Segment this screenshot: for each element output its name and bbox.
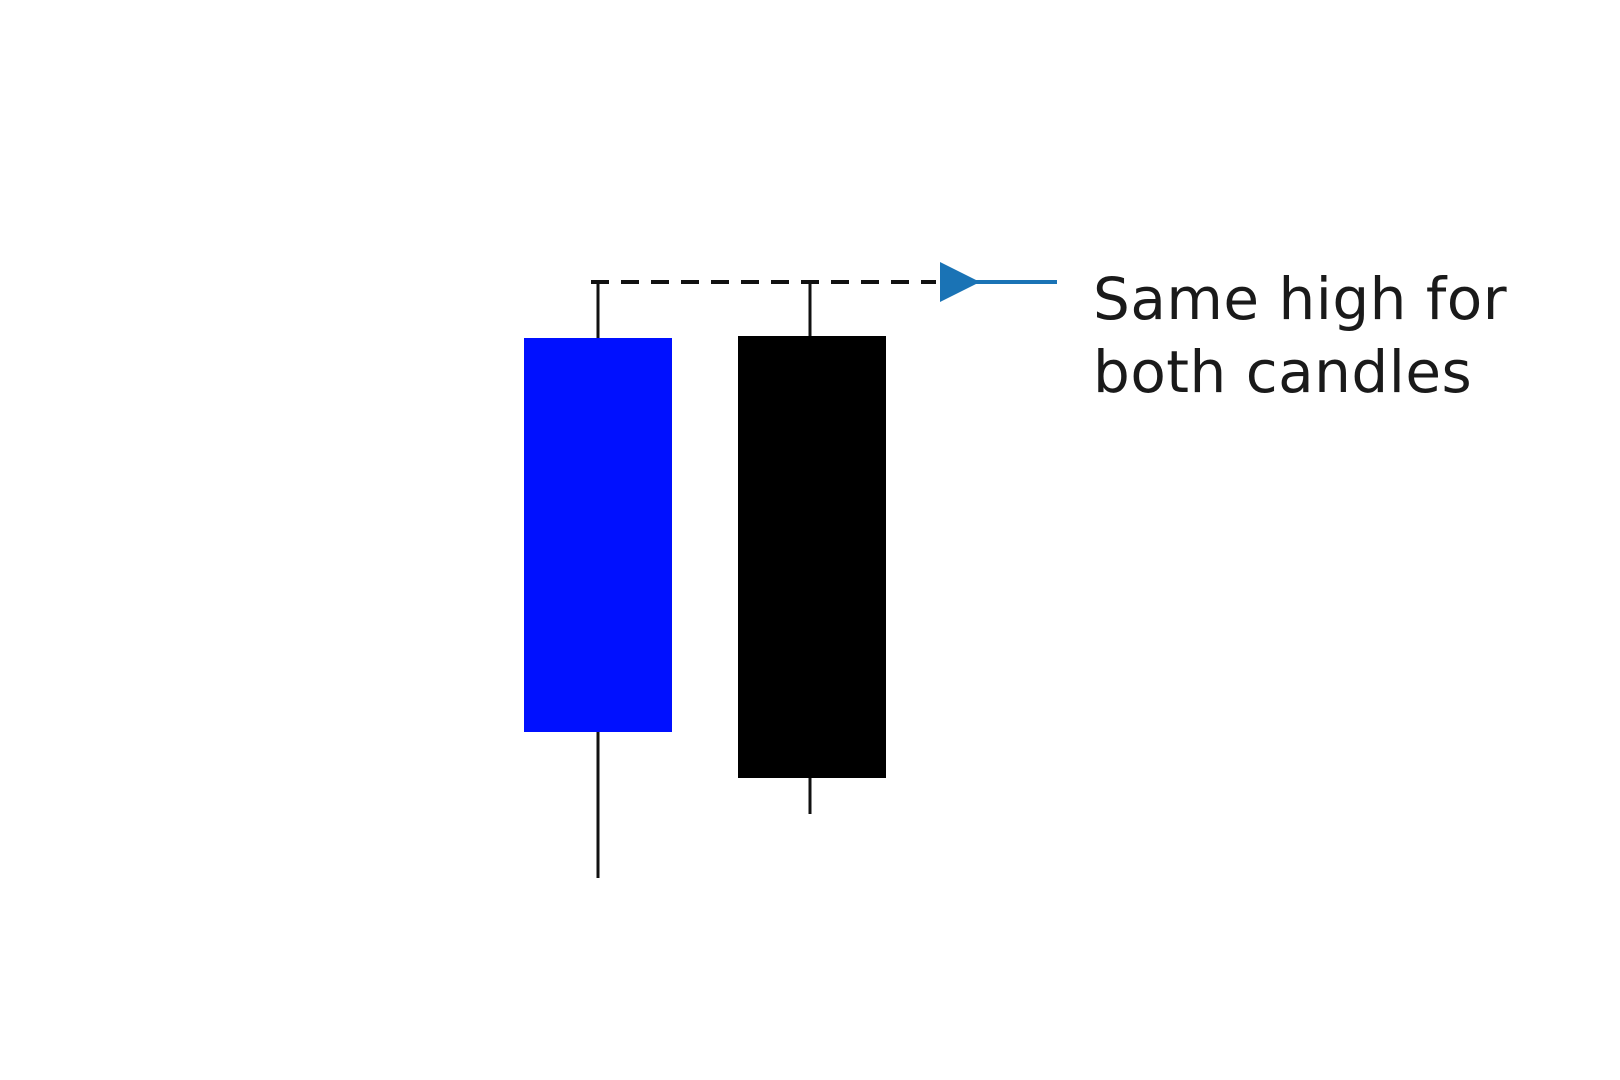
annotation-text-line-1: Same high for xyxy=(1093,265,1508,333)
candle-1-body xyxy=(524,338,672,732)
annotation-text-line-2: both candles xyxy=(1093,338,1473,406)
candle-2-body xyxy=(738,336,886,778)
